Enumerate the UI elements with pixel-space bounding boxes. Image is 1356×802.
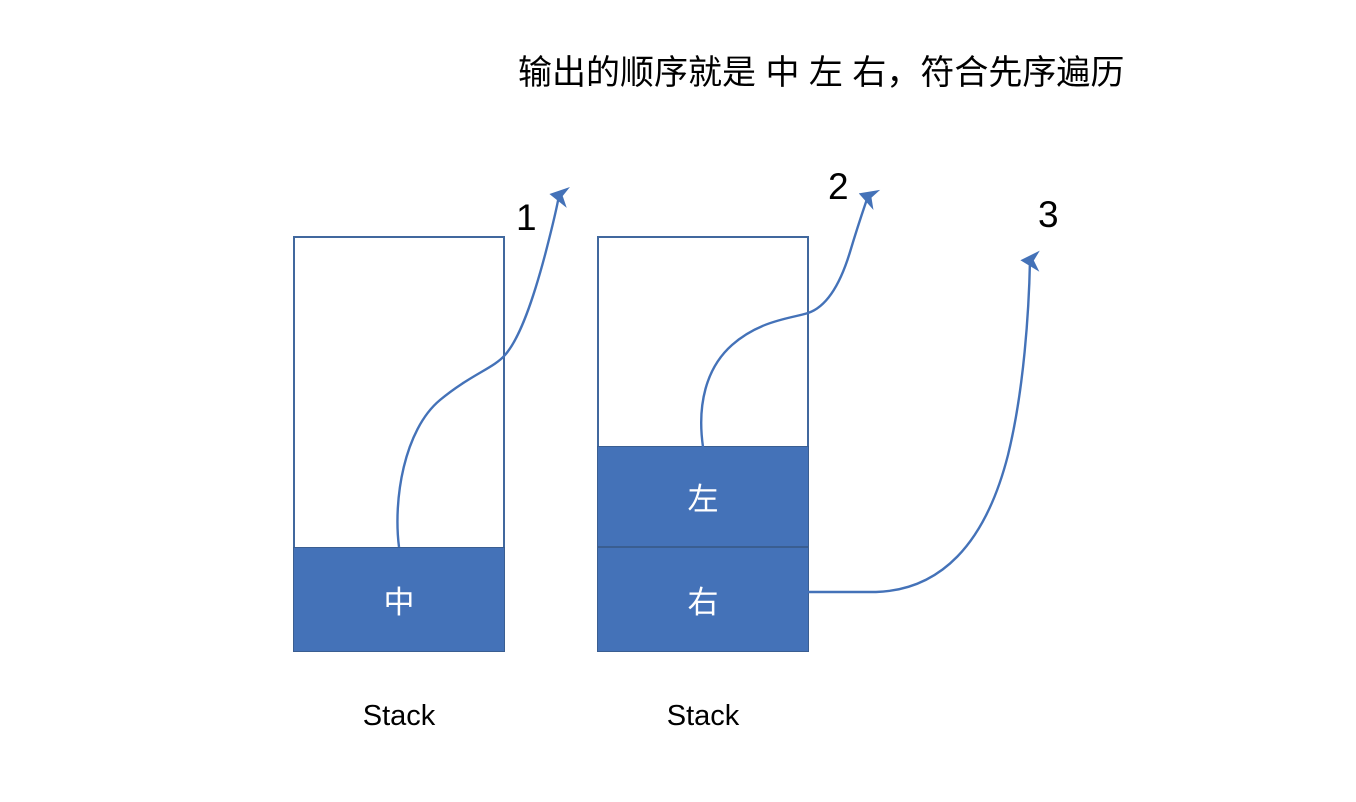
stack-1-cell-0[interactable]: 中: [293, 547, 505, 652]
arrow-2-label: 2: [828, 166, 849, 207]
stack-2-cell-1-label: 右: [687, 585, 719, 620]
stack-2-cell-1[interactable]: 右: [597, 547, 809, 652]
stack-1-caption: Stack: [362, 700, 436, 732]
stack-2: 左 右: [597, 236, 809, 652]
arrow-3-label: 3: [1038, 194, 1059, 235]
stack-1-cell-0-label: 中: [383, 585, 415, 620]
page-title: 输出的顺序就是 中 左 右，符合先序遍历: [518, 54, 1125, 92]
stack-2-cell-0[interactable]: 左: [597, 446, 809, 547]
stack-1: 中: [293, 236, 505, 652]
stack-2-caption: Stack: [666, 700, 740, 732]
stack-2-cell-0-label: 左: [687, 482, 719, 517]
arrow-1-label: 1: [516, 197, 537, 238]
arrow-3-path: [808, 250, 1040, 594]
